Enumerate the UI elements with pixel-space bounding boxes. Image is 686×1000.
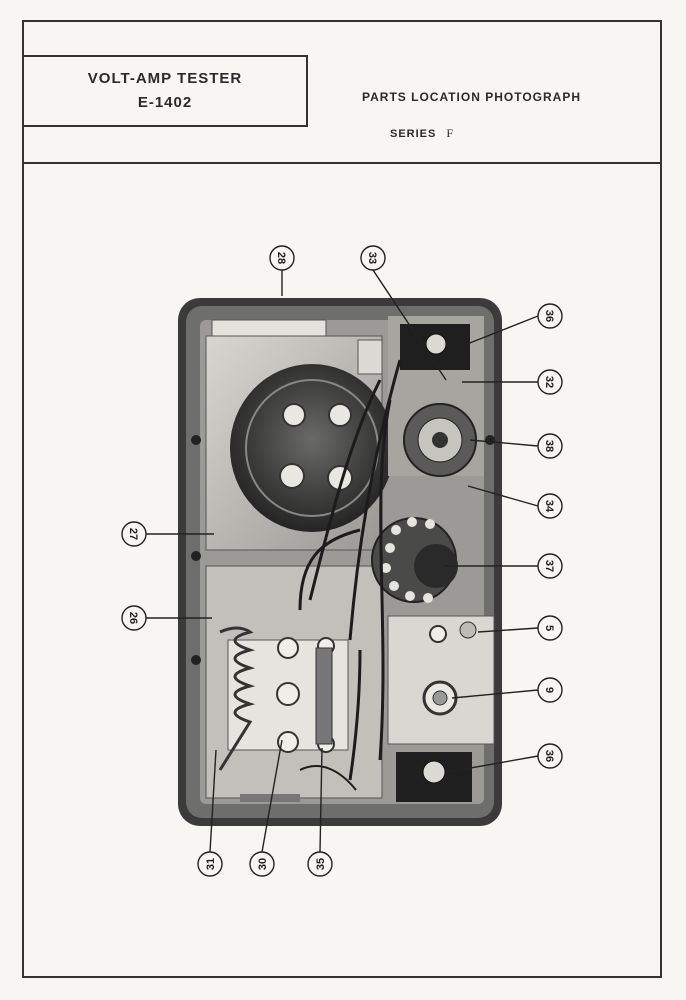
callout-5-label: 5: [543, 625, 555, 631]
callout-33-label: 33: [366, 252, 378, 264]
callout-9-label: 9: [543, 687, 555, 693]
callout-34-label: 34: [543, 500, 555, 513]
callout-37: 37: [537, 553, 563, 579]
callout-32: 32: [537, 369, 563, 395]
header-divider: [24, 162, 660, 164]
callout-31-label: 31: [205, 858, 217, 870]
callout-30-label: 30: [257, 858, 269, 870]
title-line-2: E-1402: [137, 94, 193, 111]
callout-36-bottom: 36: [537, 743, 563, 769]
right-column: [371, 316, 495, 802]
callout-33: 33: [360, 245, 386, 271]
title-line-1: VOLT-AMP TESTER: [87, 70, 243, 87]
series-value: F: [446, 126, 455, 140]
callout-30: 30: [249, 851, 275, 877]
callout-38-label: 38: [543, 440, 555, 452]
callout-27-label: 27: [127, 528, 139, 540]
callout-37-label: 37: [543, 560, 555, 572]
upper-left-panel: [205, 319, 394, 551]
callout-26: 26: [121, 605, 147, 631]
page-frame: VOLT-AMP TESTER E-1402 PARTS LOCATION PH…: [22, 20, 662, 978]
callout-5: 5: [537, 615, 563, 641]
callout-36-bottom-label: 36: [543, 750, 555, 762]
callout-28-label: 28: [275, 252, 287, 264]
title-box: VOLT-AMP TESTER E-1402: [24, 55, 308, 127]
callout-36-top: 36: [537, 303, 563, 329]
callout-35: 35: [307, 851, 333, 877]
callout-35-label: 35: [315, 858, 327, 870]
callout-27: 27: [121, 521, 147, 547]
callout-9: 9: [537, 677, 563, 703]
series-line: SERIES F: [390, 126, 454, 141]
callout-34: 34: [537, 493, 563, 519]
series-label: SERIES: [390, 128, 437, 140]
lower-left-panel: [205, 565, 383, 802]
leader-lines: [146, 269, 539, 853]
document-heading: PARTS LOCATION PHOTOGRAPH: [362, 90, 582, 104]
callout-36-top-label: 36: [543, 310, 555, 322]
callout-26-label: 26: [127, 612, 139, 624]
callout-31: 31: [197, 851, 223, 877]
wiring-harness: [298, 359, 402, 791]
callout-28: 28: [269, 245, 295, 271]
callout-38: 38: [537, 433, 563, 459]
callout-32-label: 32: [543, 376, 555, 388]
